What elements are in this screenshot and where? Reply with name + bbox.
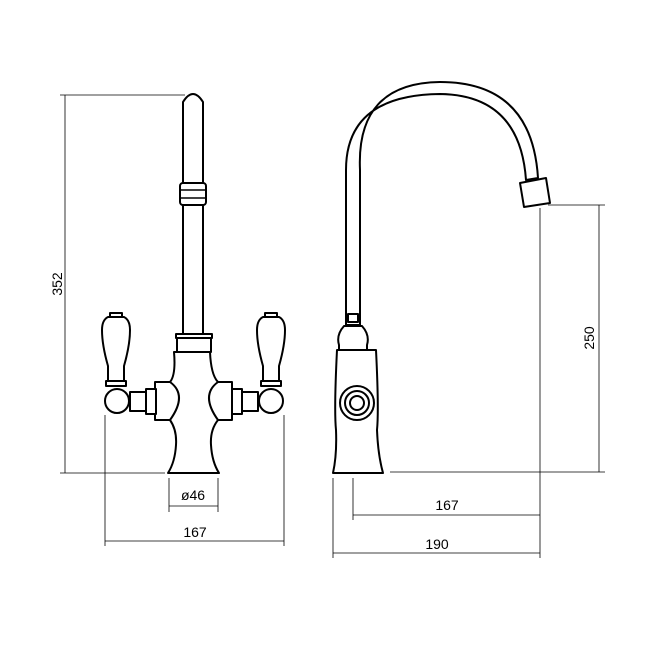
dimension-handle-span-167: 167 (104, 415, 285, 546)
spout-nozzle (519, 177, 551, 208)
front-body (154, 351, 233, 474)
left-handle-ball (104, 388, 130, 414)
dimension-spout-reach-167: 167 (352, 208, 541, 558)
height-label: 352 (49, 272, 65, 296)
front-spout-tube (182, 93, 204, 339)
right-lever-handle (256, 316, 286, 382)
spout-reach-label: 167 (435, 497, 459, 513)
dimension-spout-height-250: 250 (390, 204, 605, 473)
dimension-diameter-46: ø46 (168, 478, 219, 512)
spout-collar (179, 182, 207, 206)
front-view-tap (101, 93, 286, 474)
depth-label: 190 (425, 536, 449, 552)
handle-span-label: 167 (183, 524, 207, 540)
diameter-label: ø46 (181, 487, 205, 503)
left-lever-handle (101, 316, 131, 382)
spout-height-label: 250 (581, 326, 597, 350)
dimension-height-352: 352 (49, 94, 185, 474)
right-handle-ball (258, 388, 284, 414)
gooseneck-spout (345, 81, 539, 326)
side-view-tap (332, 81, 551, 474)
dimension-depth-190: 190 (332, 478, 540, 558)
